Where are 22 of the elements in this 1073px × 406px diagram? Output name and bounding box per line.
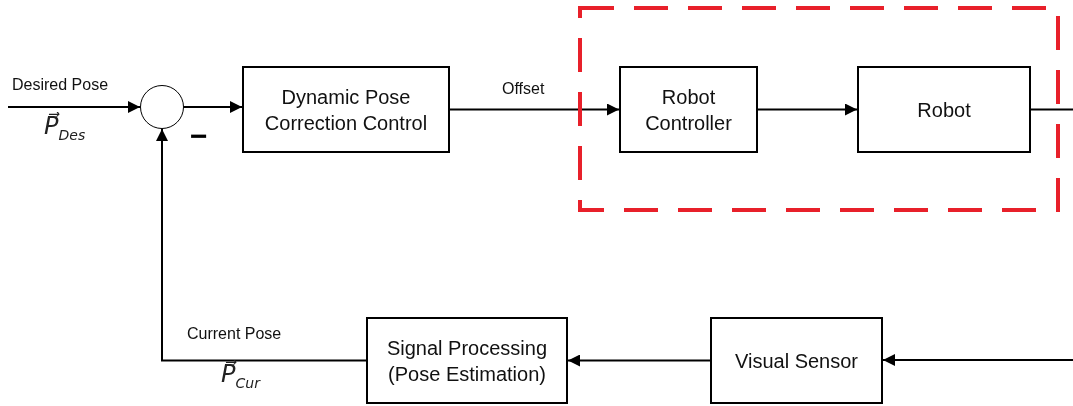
signal-symbol: P⃗$_{Des}$ bbox=[44, 112, 86, 143]
arrow bbox=[156, 128, 367, 362]
arrow bbox=[7, 101, 141, 113]
process-box bbox=[366, 317, 568, 404]
block-label: Robot bbox=[916, 97, 972, 123]
arrow bbox=[449, 103, 620, 116]
block-label: Dynamic Pose Correction Control bbox=[263, 84, 429, 136]
process-box bbox=[857, 66, 1031, 153]
process-box bbox=[710, 317, 883, 404]
dashed-region bbox=[578, 6, 1060, 212]
signal-symbol: P⃗$_{Cur}$ bbox=[221, 360, 260, 391]
arrow bbox=[183, 101, 243, 113]
block-label: Robot Controller bbox=[644, 84, 733, 136]
arrow bbox=[757, 103, 858, 116]
arrow bbox=[567, 354, 711, 367]
summing-junction bbox=[140, 85, 184, 129]
arrow bbox=[882, 354, 1073, 366]
block-label: Visual Sensor bbox=[733, 348, 859, 374]
process-box bbox=[242, 66, 450, 153]
minus-sign: − bbox=[190, 121, 208, 151]
block-label: Signal Processing (Pose Estimation) bbox=[385, 335, 549, 387]
process-box bbox=[619, 66, 758, 153]
